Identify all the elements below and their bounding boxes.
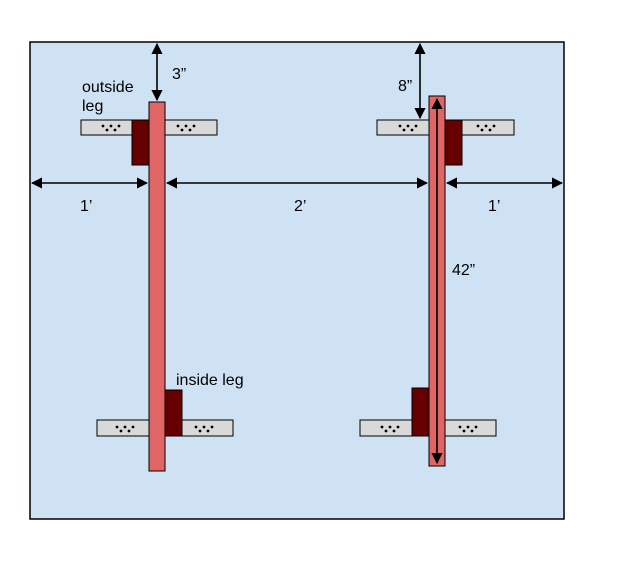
board-left (148, 101, 166, 472)
inside-leg-block-right (411, 387, 430, 437)
outside-leg-block-left (131, 119, 150, 166)
label-dim-right-span: 1’ (488, 198, 500, 215)
label-outside-leg-line1: outside (82, 79, 134, 96)
label-inside-leg: inside leg (176, 372, 244, 389)
label-dim-board-length: 42” (452, 262, 475, 279)
label-dim-top-left: 3” (172, 66, 186, 83)
label-dim-top-right: 8” (398, 78, 412, 95)
label-dim-left-span: 1’ (80, 198, 92, 215)
label-outside-leg-line2: leg (82, 98, 103, 115)
inside-leg-block-left (164, 389, 183, 437)
background-panel (29, 41, 565, 520)
outside-leg-block-right (444, 119, 463, 166)
label-dim-middle-span: 2’ (294, 198, 306, 215)
